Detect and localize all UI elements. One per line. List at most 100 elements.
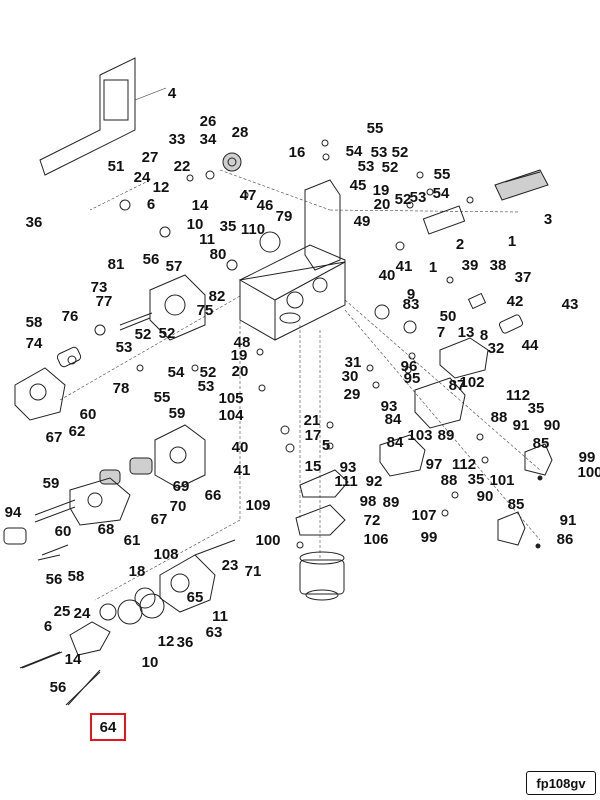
callout-number: 71 [245,563,262,580]
callout-number: 10 [187,216,204,233]
callout-number: 76 [62,308,79,325]
callout-number: 35 [528,400,545,417]
callout-number: 31 [345,354,362,371]
callout-number: 87 [449,377,466,394]
callout-number: 110 [241,221,265,238]
seal-part [3,527,69,556]
callout-number: 45 [350,177,367,194]
callout-number: 75 [197,302,214,319]
lower-housing-part [159,539,236,613]
callout-number: 38 [490,257,507,274]
callout-number: 53 [198,378,215,395]
callout-number: 21 [304,412,321,429]
callout-number: 97 [426,456,443,473]
callout-number: 1 [508,233,516,250]
callout-number: 18 [129,563,146,580]
callout-number: 4 [168,85,177,102]
callout-number: 14 [192,197,209,214]
callout-number: 77 [96,293,113,310]
callout-number: 12 [158,633,175,650]
callout-number: 88 [491,409,508,426]
callout-number: 6 [147,196,155,213]
callout-number: 60 [80,406,97,423]
callout-number: 94 [5,504,22,521]
callout-number: 81 [108,256,125,273]
callout-number: 59 [43,475,60,492]
callout-number: 6 [44,618,52,635]
callout-number: 106 [363,531,388,548]
callout-number: 7 [437,324,445,341]
callout-number: 22 [174,158,191,175]
callout-number: 85 [533,435,550,452]
callout-number: 112 [452,456,476,473]
callout-number: 102 [459,374,484,391]
callout-number: 108 [153,546,178,563]
callout-number: 58 [26,314,43,331]
callout-number: 105 [218,390,243,407]
callout-number: 53 [116,339,133,356]
callout-number: 25 [54,603,71,620]
callout-number: 24 [74,605,91,622]
callout-number: 24 [134,169,151,186]
callout-number: 54 [433,185,450,202]
callout-number: 96 [401,358,418,375]
callout-number: 5 [322,437,330,454]
callout-number: 39 [462,257,479,274]
callout-number: 78 [113,380,130,397]
callout-number: 93 [381,398,398,415]
callout-number: 40 [232,439,249,456]
callout-number: 40 [379,267,396,284]
callout-number: 107 [411,507,436,524]
callout-number: 56 [143,251,160,268]
callout-number: 57 [166,258,183,275]
callout-number: 8 [480,327,488,344]
callout-number: 67 [46,429,63,446]
callout-number: 61 [124,532,141,549]
callout-number: 98 [360,493,377,510]
callout-number: 111 [334,473,357,490]
callout-number: 1 [429,259,437,276]
callout-number: 36 [26,214,43,231]
callout-number: 53 [358,158,375,175]
callout-number: 82 [209,288,226,305]
pump-body-part [238,179,346,341]
callout-number: 80 [210,246,227,263]
callout-number: 11 [212,608,228,625]
callout-number: 10 [142,654,159,671]
callout-number: 92 [366,473,383,490]
callout-number: 89 [383,494,400,511]
callout-number: 17 [305,427,322,444]
callout-number: 109 [245,497,270,514]
callout-number: 36 [177,634,194,651]
callout-number: 67 [151,511,168,528]
callout-number: 9 [407,286,415,303]
callout-number: 52 [395,191,412,208]
callout-number: 95 [404,370,421,387]
callout-number: 65 [187,589,204,606]
callout-number: 56 [50,679,67,696]
callout-number: 52 [392,144,409,161]
callout-number: 59 [169,405,186,422]
callout-number: 53 [410,189,427,206]
callout-number: 33 [169,131,186,148]
highlighted-callout-box: 64 [90,713,126,741]
callout-number: 90 [477,488,494,505]
callout-number: 16 [289,144,306,161]
callout-number: 100 [577,464,600,481]
callout-number: 101 [489,472,514,489]
callout-number: 54 [168,364,185,381]
callout-number: 58 [68,568,85,585]
callout-number: 13 [458,324,475,341]
callout-number: 51 [108,158,125,175]
callout-number: 50 [440,308,457,325]
callout-number: 26 [200,113,217,130]
callout-number: 84 [385,411,402,428]
callout-number: 89 [438,427,455,444]
callout-number: 12 [153,179,170,196]
callout-number: 104 [218,407,244,424]
callout-number: 23 [222,557,239,574]
valve-block-part [379,337,489,477]
callout-number: 53 [371,144,388,161]
